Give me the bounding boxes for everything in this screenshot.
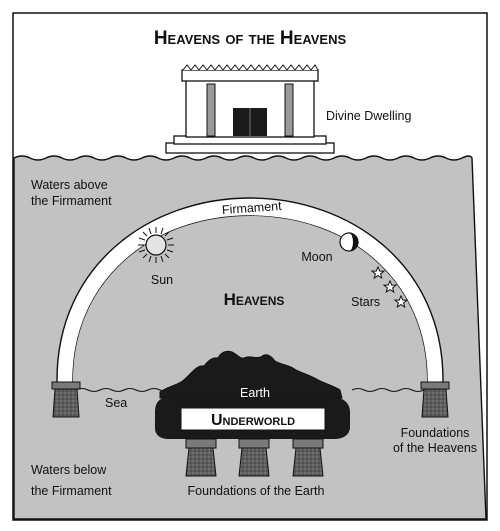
sun-icon xyxy=(138,227,174,263)
underworld-label-box xyxy=(180,407,326,431)
label-divine-dwelling: Divine Dwelling xyxy=(326,109,411,123)
label-waters-above-1: Waters above xyxy=(31,178,108,192)
foundation-of-earth-pillar-2 xyxy=(238,438,270,477)
diagram-title: Heavens of the Heavens xyxy=(154,28,347,49)
foundation-of-earth-pillar-3 xyxy=(292,438,324,477)
foundation-of-earth-pillar-1 xyxy=(185,438,217,477)
earth-landmass xyxy=(159,350,343,399)
label-earth: Earth xyxy=(240,386,270,400)
label-sea: Sea xyxy=(105,396,127,410)
label-underworld: Underworld xyxy=(211,412,295,429)
label-waters-below-1: Waters below xyxy=(31,463,107,477)
stars-icon xyxy=(370,265,409,309)
label-heavens: Heavens xyxy=(224,290,285,309)
label-moon: Moon xyxy=(301,250,332,264)
foundation-of-heavens-pillar-right xyxy=(420,381,450,418)
label-sun: Sun xyxy=(151,273,173,287)
label-waters-above-2: the Firmament xyxy=(31,194,112,208)
moon-icon xyxy=(339,232,359,252)
label-waters-below-2: the Firmament xyxy=(31,484,112,498)
label-firmament: Firmament xyxy=(221,199,282,217)
label-foundations-heavens-1: Foundations xyxy=(401,426,470,440)
label-foundations-heavens-2: of the Heavens xyxy=(393,441,477,455)
label-foundations-earth: Foundations of the Earth xyxy=(188,484,325,498)
foundation-of-heavens-pillar-left xyxy=(51,381,81,418)
divine-dwelling-temple xyxy=(165,64,335,154)
label-stars: Stars xyxy=(351,295,380,309)
